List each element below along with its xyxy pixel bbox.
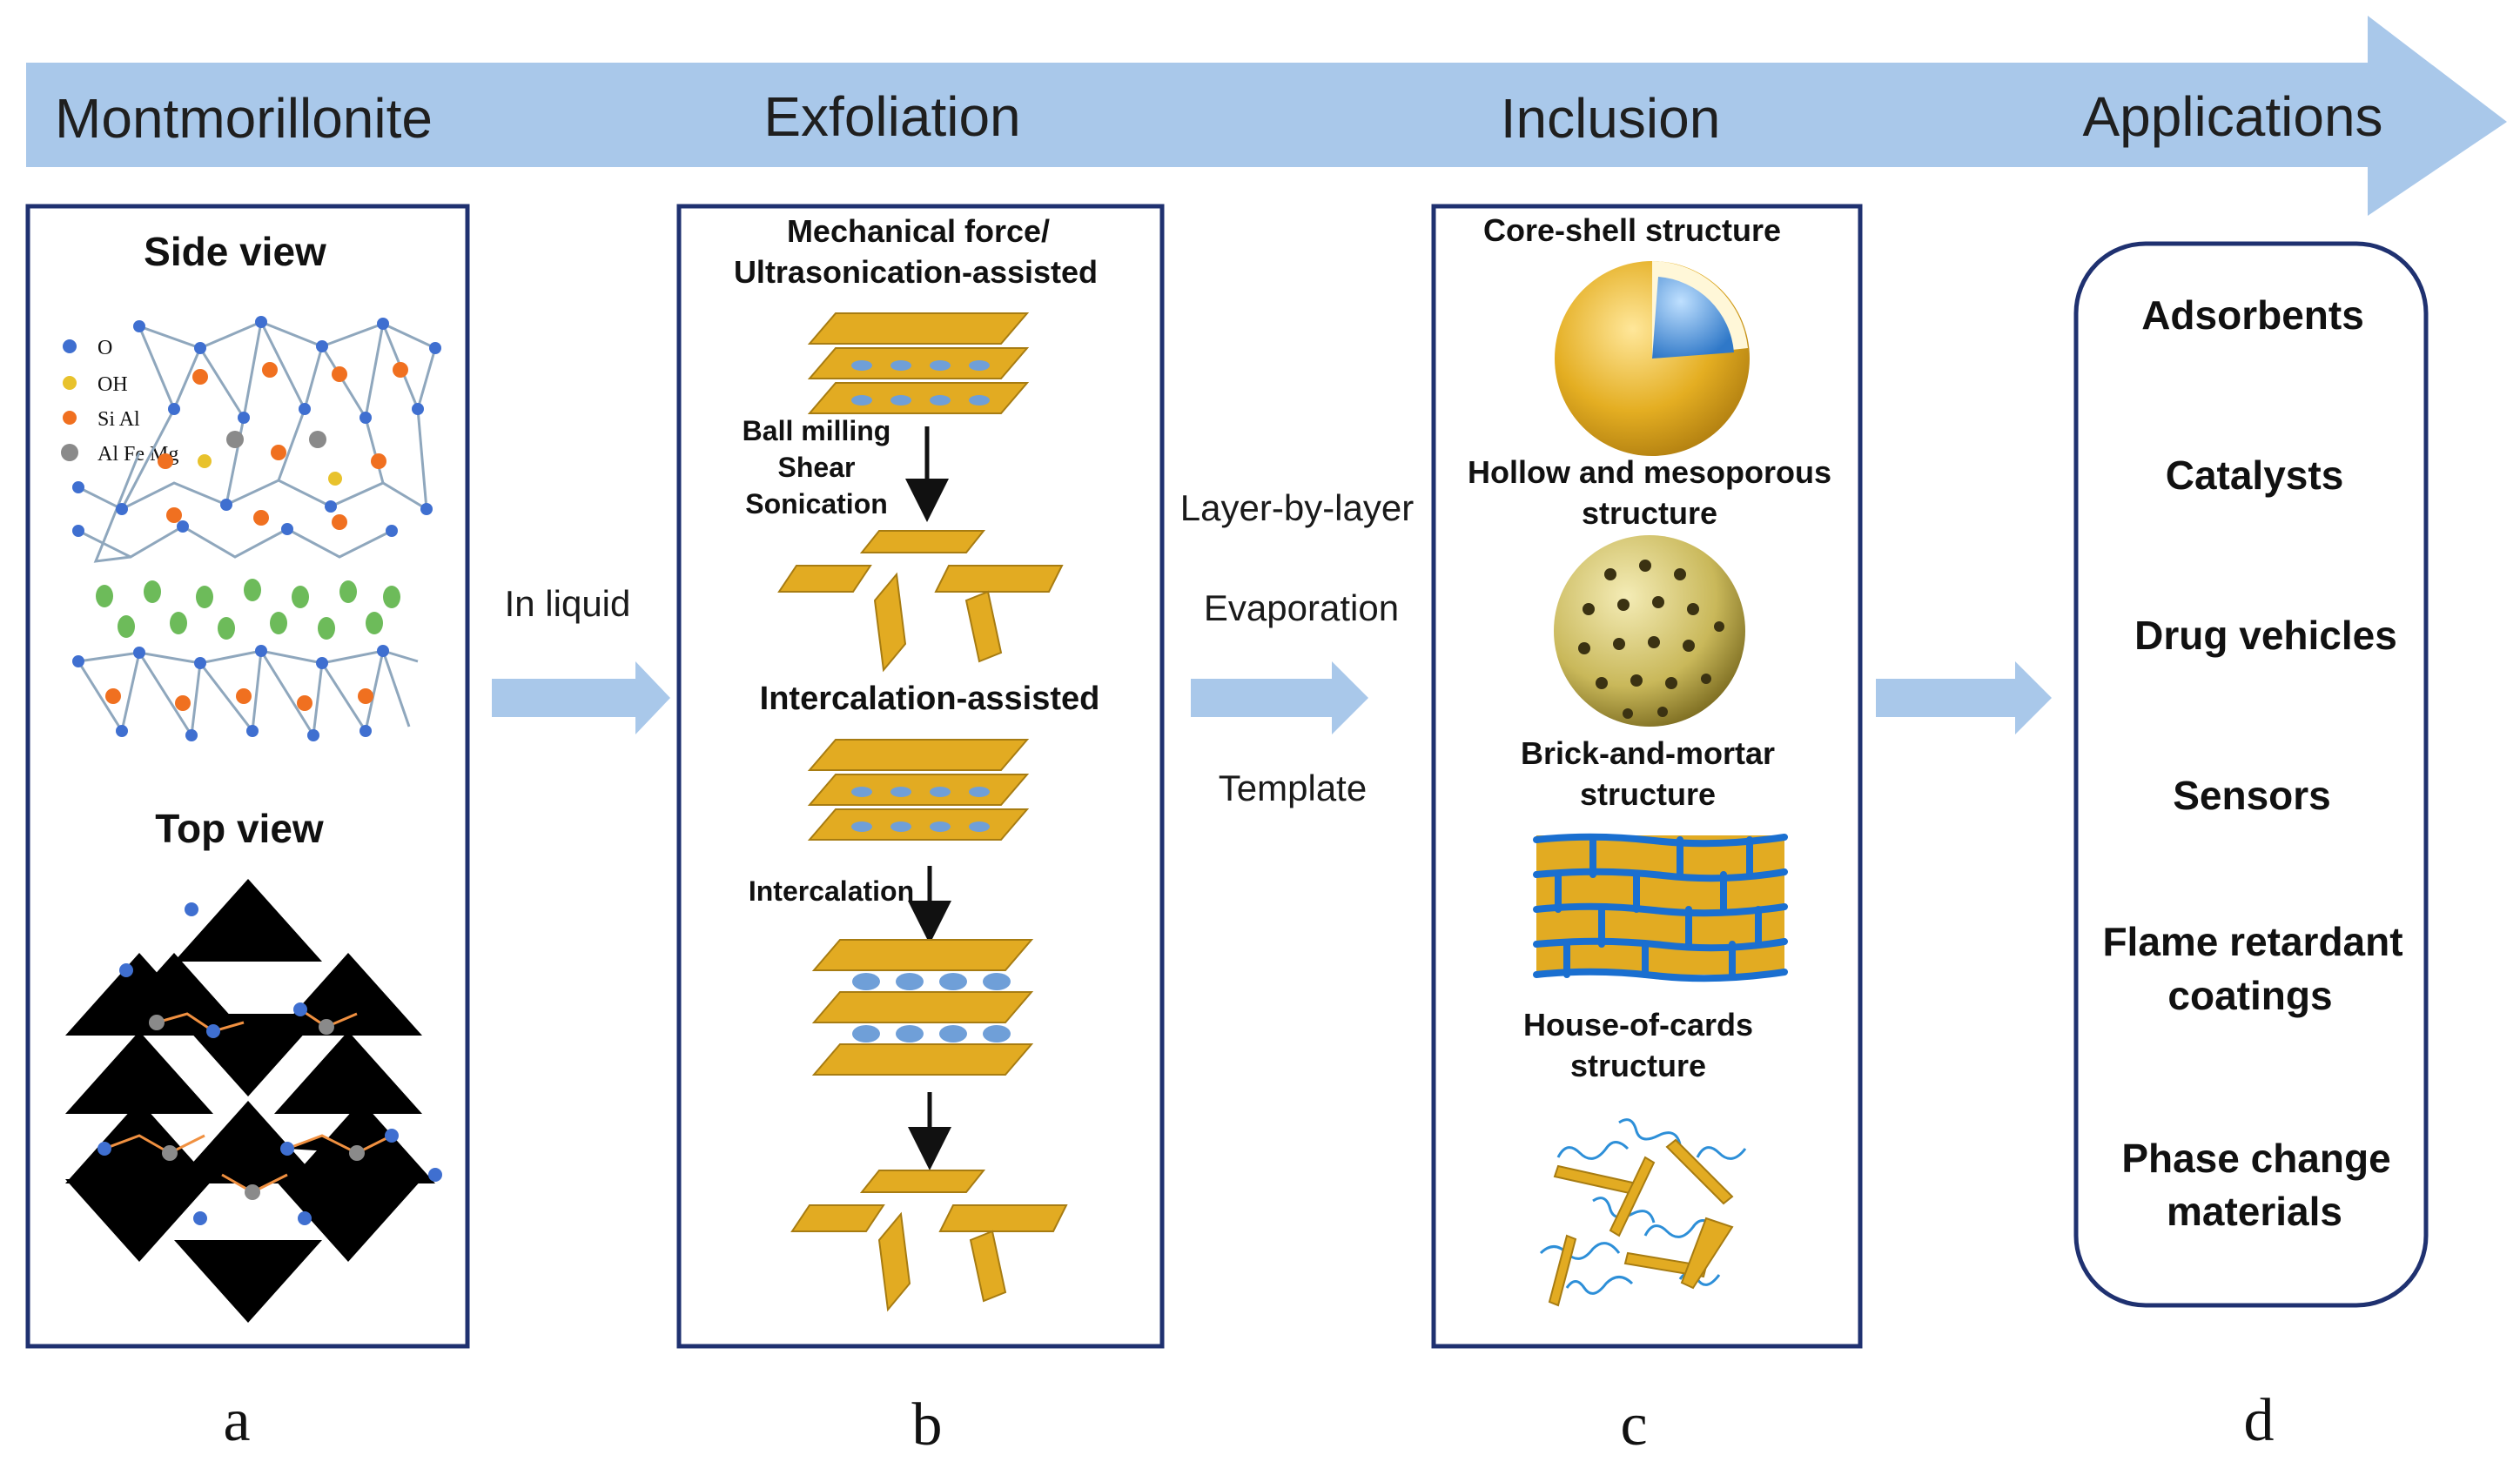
top-view-tiling bbox=[65, 879, 435, 1323]
method-sonication: Sonication bbox=[745, 488, 888, 520]
application-catalysts: Catalysts bbox=[2166, 453, 2344, 498]
side-view-title: Side view bbox=[144, 229, 326, 274]
panel-d-letter: d bbox=[2244, 1387, 2275, 1454]
panel-c: Core-shell structure Hollow and mesoporo… bbox=[1431, 204, 1863, 1458]
application-phase-change-line1: Phase change bbox=[2121, 1136, 2390, 1181]
panel-d: Adsorbents Catalysts Drug vehicles Senso… bbox=[2073, 241, 2429, 1454]
template-label: Template bbox=[1219, 768, 1367, 808]
layered-stack-1 bbox=[807, 312, 1030, 414]
brick-mortar-label-line2: structure bbox=[1580, 776, 1716, 812]
atom-legend: O OH Si Al Al Fe Mg bbox=[61, 337, 178, 466]
side-view-atoms bbox=[72, 316, 441, 537]
header-arrow: Montmorillonite Exfoliation Inclusion Ap… bbox=[26, 16, 2507, 216]
arrow-b-to-c: Layer-by-layer Evaporation Template bbox=[1180, 487, 1414, 808]
application-phase-change-line2: materials bbox=[2167, 1189, 2342, 1234]
legend-oh-label: OH bbox=[97, 373, 128, 396]
stage-inclusion: Inclusion bbox=[1501, 87, 1721, 150]
application-flame-retardant-line1: Flame retardant bbox=[2102, 919, 2402, 964]
top-view-bonds bbox=[104, 1008, 393, 1194]
method-ball-milling: Ball milling bbox=[743, 415, 891, 446]
brick-mortar-label-line1: Brick-and-mortar bbox=[1521, 735, 1775, 771]
in-liquid-label: In liquid bbox=[505, 583, 631, 624]
legend-si-al-dot bbox=[63, 411, 77, 425]
arrow-c-to-d bbox=[1876, 661, 2052, 734]
panel-a-letter: a bbox=[223, 1387, 250, 1454]
lower-atoms bbox=[72, 645, 389, 741]
exfoliated-sheets-1 bbox=[777, 530, 1064, 673]
legend-oh-dot bbox=[63, 376, 77, 390]
stage-applications: Applications bbox=[2082, 85, 2382, 148]
application-sensors: Sensors bbox=[2173, 773, 2331, 818]
layered-stack-2 bbox=[807, 739, 1030, 841]
house-of-cards-structure bbox=[1539, 1118, 1747, 1307]
evaporation-label: Evaporation bbox=[1204, 587, 1399, 628]
core-shell-sphere bbox=[1555, 261, 1750, 456]
method-shear: Shear bbox=[778, 452, 856, 483]
stage-exfoliation: Exfoliation bbox=[763, 85, 1020, 148]
application-flame-retardant-line2: coatings bbox=[2167, 973, 2332, 1018]
panel-b-frame bbox=[676, 204, 1165, 1349]
stage-montmorillonite: Montmorillonite bbox=[55, 87, 433, 150]
hollow-mesoporous-label-line1: Hollow and mesoporous bbox=[1468, 454, 1831, 490]
exfoliated-sheets-2 bbox=[790, 1170, 1068, 1312]
arrow-b-to-c-shape bbox=[1191, 661, 1368, 734]
intercalation-step-label: Intercalation bbox=[749, 875, 914, 907]
house-of-cards-label-line2: structure bbox=[1570, 1048, 1706, 1083]
side-view-lattice bbox=[77, 318, 437, 563]
core-shell-label: Core-shell structure bbox=[1483, 212, 1781, 248]
mesoporous-sphere bbox=[1554, 535, 1745, 727]
layer-by-layer-label: Layer-by-layer bbox=[1180, 487, 1414, 528]
legend-si-al-label: Si Al bbox=[97, 408, 140, 431]
panel-c-letter: c bbox=[1620, 1391, 1647, 1458]
header-arrow-shape bbox=[26, 16, 2507, 216]
hollow-mesoporous-label-line2: structure bbox=[1582, 495, 1717, 531]
legend-al-fe-mg-dot bbox=[61, 444, 78, 461]
arrow-a-to-b-shape bbox=[492, 661, 670, 734]
application-drug-vehicles: Drug vehicles bbox=[2134, 613, 2397, 658]
panel-d-frame bbox=[2073, 241, 2429, 1308]
legend-o-dot bbox=[63, 339, 77, 353]
legend-o-label: O bbox=[97, 337, 112, 359]
intercalation-heading: Intercalation-assisted bbox=[760, 681, 1100, 717]
arrow-a-to-b: In liquid bbox=[492, 583, 670, 734]
application-adsorbents: Adsorbents bbox=[2141, 292, 2364, 338]
panel-a-frame bbox=[25, 204, 470, 1349]
panel-b: Mechanical force/ Ultrasonication-assist… bbox=[676, 204, 1165, 1458]
top-view-title: Top view bbox=[155, 806, 324, 851]
brick-mortar-structure bbox=[1533, 833, 1788, 982]
panel-b-letter: b bbox=[912, 1391, 943, 1458]
mechanical-heading-line2: Ultrasonication-assisted bbox=[734, 254, 1098, 290]
panel-a: Side view O OH Si Al Al Fe Mg bbox=[25, 204, 470, 1454]
interlayer-cations bbox=[96, 579, 400, 640]
panel-c-frame bbox=[1431, 204, 1863, 1349]
mechanical-heading-line1: Mechanical force/ bbox=[787, 213, 1050, 249]
expanded-stack bbox=[811, 939, 1034, 1076]
house-of-cards-label-line1: House-of-cards bbox=[1523, 1007, 1753, 1043]
top-view-atoms bbox=[97, 902, 442, 1225]
